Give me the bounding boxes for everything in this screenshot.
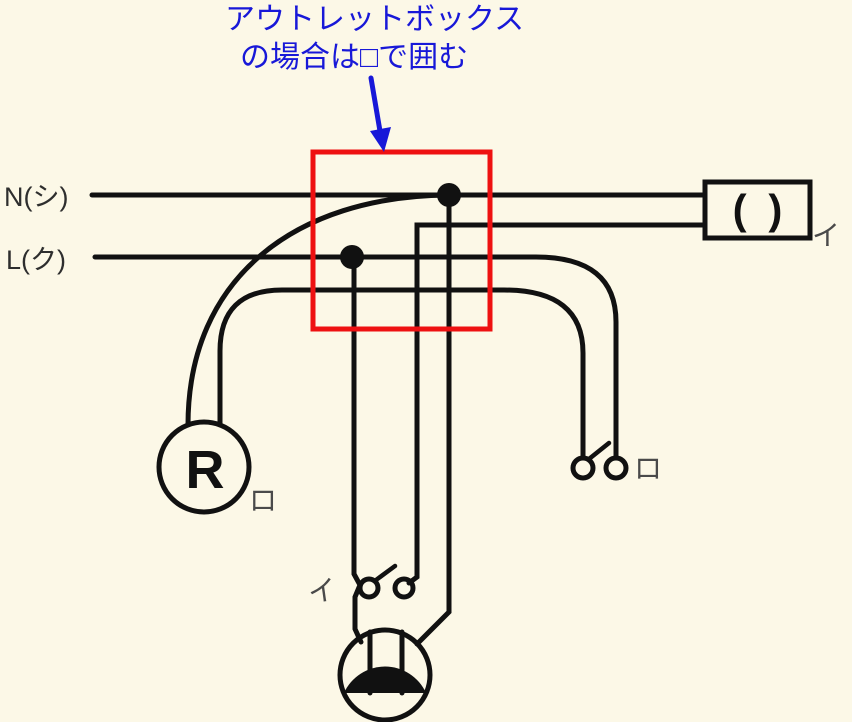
component-symbols [156, 179, 813, 722]
outlet-filled-segment [344, 666, 426, 693]
receptacle-letter: R [186, 440, 225, 500]
wire-live-to-switch-i-and-outlet [351, 254, 364, 645]
annotation-arrow-shaft [368, 75, 384, 140]
junction-dot-live [340, 245, 364, 269]
labels: アウトレットボックス の場合は□で囲む N(シ) L(ク) R ( ) イ ロ … [4, 3, 840, 609]
switch-ro-symbol [570, 440, 629, 481]
neutral-line-label: N(シ) [4, 182, 68, 212]
outlet-symbol [337, 627, 433, 722]
annotation-arrow-head [370, 127, 391, 152]
lamp-receptacle-symbol [156, 419, 252, 515]
wire-ceiling-light-to-switch-i [406, 222, 708, 586]
switch-i-terminal-left [357, 576, 381, 600]
switch-ro-terminal-left [570, 455, 596, 481]
switch-ro-terminal-right [603, 455, 629, 481]
wire-receptacle-to-switch-ro [217, 287, 586, 460]
switch-i-lever [373, 563, 398, 583]
receptacle-circuit-label: ロ [249, 485, 277, 516]
live-line-label: L(ク) [6, 245, 66, 275]
switch-ro-lever [586, 440, 612, 462]
annotation-line-2: の場合は□で囲む [240, 41, 468, 74]
annotation-arrow [368, 75, 391, 152]
ceiling-light-symbol-text: ( ) [733, 186, 788, 233]
junction-dot-neutral [437, 183, 461, 207]
switch-ro-circuit-label: ロ [634, 453, 662, 484]
switch-i-symbol [357, 563, 416, 600]
wires [89, 192, 708, 647]
outlet-box-outline [310, 149, 493, 332]
wire-neutral-to-receptacle [185, 192, 452, 428]
wire-live-bus-to-switch-ro [92, 254, 619, 459]
ceiling-light-circuit-label: イ [812, 220, 840, 251]
wire-neutral-to-outlet [414, 192, 452, 647]
switch-i-terminal-right [392, 576, 416, 600]
switch-i-circuit-label: イ [306, 574, 338, 609]
ceiling-light-symbol-box [702, 179, 813, 241]
annotation-line-1: アウトレットボックス [225, 3, 524, 36]
junction-dots [340, 183, 461, 269]
outlet-circle [337, 627, 433, 722]
